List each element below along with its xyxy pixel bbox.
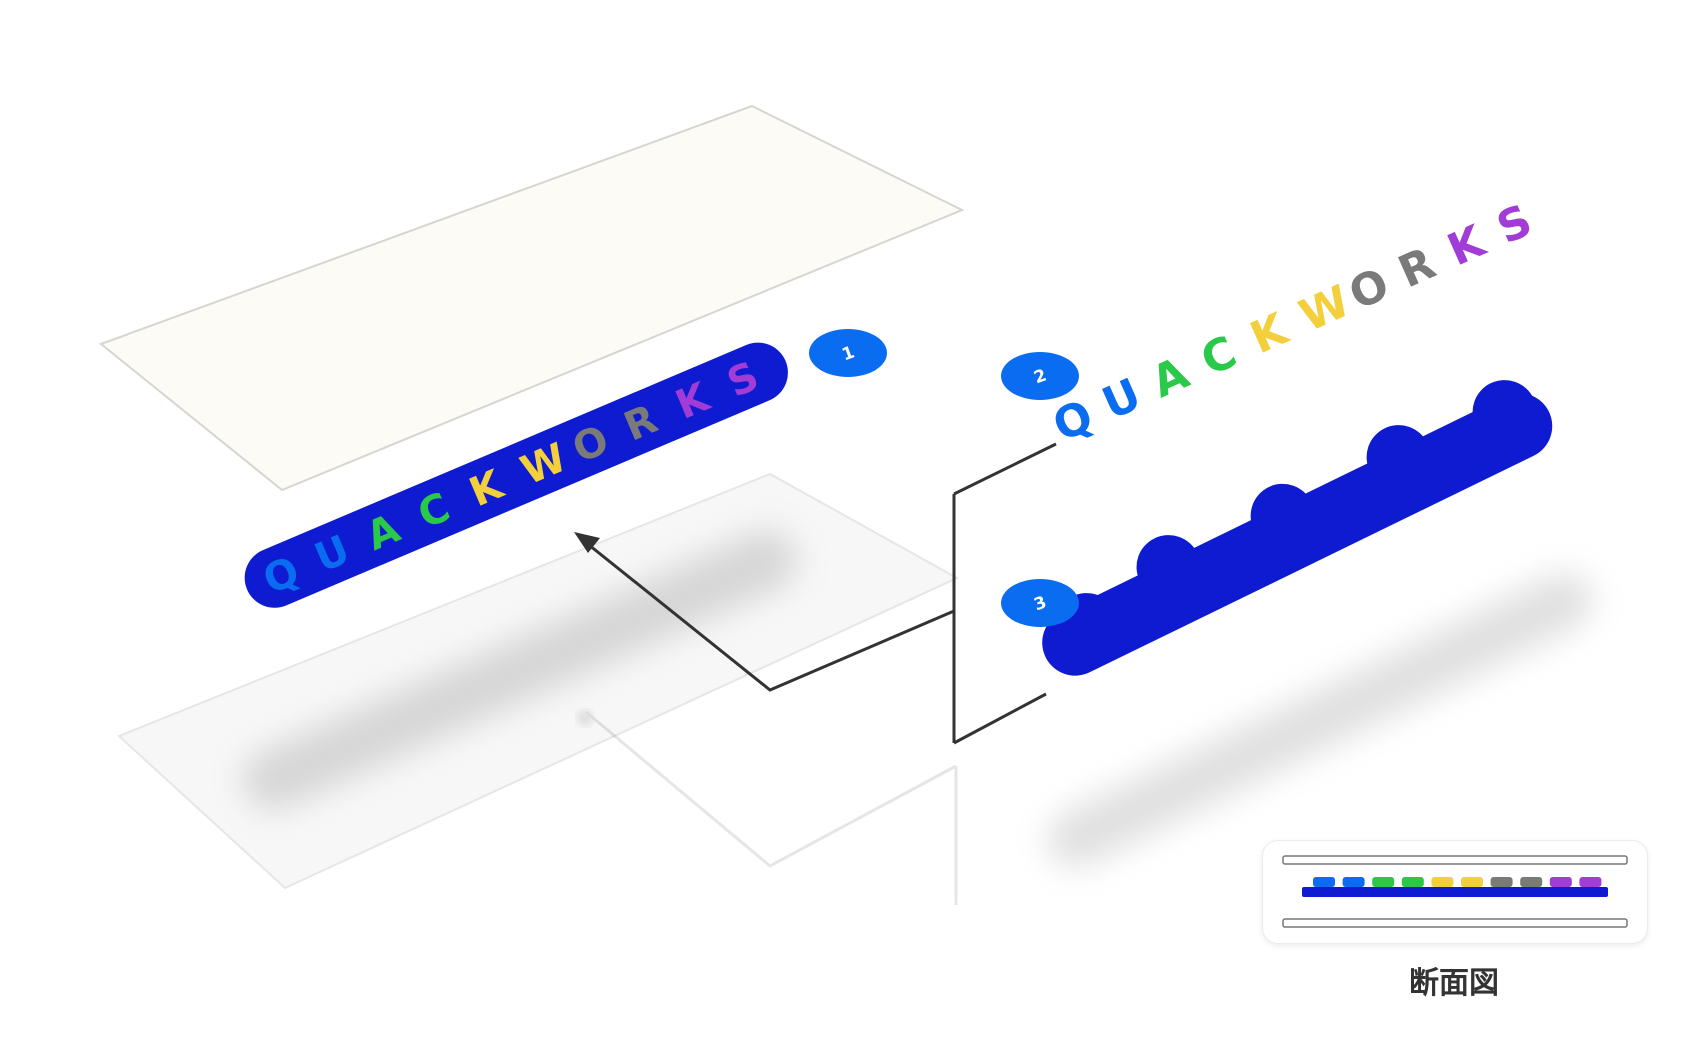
right-shadow [1047,572,1593,868]
cross-section-outline-bar [1302,887,1608,897]
cross-section-bottom-sheet [1282,918,1628,928]
cross-section-diagram [1282,855,1628,928]
left-logo-outline [244,342,788,608]
top-paper-sheet [98,104,965,492]
badge-3: 3 [1001,579,1079,627]
layer-letter-c-3: C [1194,326,1244,386]
cross-section-segment [1342,877,1365,887]
cross-section-top-sheet [1282,855,1628,865]
cross-section-card [1262,840,1648,944]
leader-reflection [577,710,958,905]
cross-section-segment [1461,877,1483,887]
layer-letter-q-0: Q [1046,390,1101,452]
badge-1: 1 [809,329,887,377]
cross-section-segment [1401,877,1424,887]
cross-section-segment [1549,877,1572,887]
layer-letter-s-9: S [1490,195,1540,254]
layer-letter-r-7: R [1391,238,1443,298]
cross-section-segment [1579,877,1602,887]
layer-letter-a-2: A [1144,348,1196,408]
leader-lines [583,442,1057,745]
cross-section-segment [1372,877,1395,887]
badge-2: 2 [1001,352,1079,400]
layer-letter-k-4: K [1243,303,1297,364]
cross-section-segment [1490,877,1513,887]
cross-section-segment [1313,877,1335,887]
cross-section-caption: 断面図 [1409,966,1499,1001]
layer-letter-u-1: U [1095,369,1148,430]
layer-letter-k-8: K [1440,215,1494,276]
arrow-head [574,532,600,553]
cross-section-segment [1520,877,1543,887]
cross-section-segment [1431,877,1454,887]
